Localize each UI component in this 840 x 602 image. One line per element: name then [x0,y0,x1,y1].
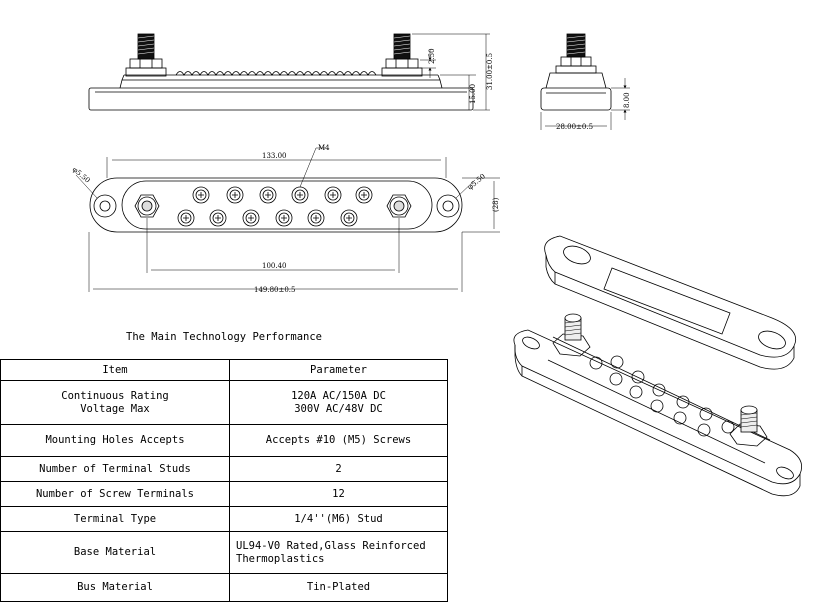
header-item: Item [0,359,230,381]
dim-base-height: 15.00 [469,84,477,104]
spec-table: Item Parameter Continuous Rating Voltage… [0,359,448,602]
iso-base [513,313,803,497]
screw-terminals-top-row [192,186,373,204]
row-parameter: UL94-V0 Rated,Glass Reinforced Thermopla… [229,531,448,574]
right-stud-front [381,33,423,77]
row-item-line: Voltage Max [80,402,150,415]
dim-overall-length: 149.80±0.5 [254,286,296,294]
row-parameter: Accepts #10 (M5) Screws [229,424,448,457]
row-item: Bus Material [0,573,230,602]
table-title: The Main Technology Performance [126,331,322,343]
left-stud-front [125,33,167,77]
dim-side-base-height: 8.00 [623,92,631,108]
front-view [88,33,490,111]
dim-screw-thread: M4 [318,144,330,152]
row-parameter: 120A AC/150A DC 300V AC/48V DC [229,380,448,425]
row-parameter-line: 120A AC/150A DC [291,389,386,402]
row-parameter: Tin-Plated [229,573,448,602]
top-view [75,147,500,292]
table-row: Terminal Type 1/4''(M6) Stud [0,506,448,532]
row-parameter: 2 [229,456,448,482]
header-parameter: Parameter [229,359,448,381]
dim-screw-span: 133.00 [262,152,287,160]
table-header-row: Item Parameter [0,359,448,381]
row-item-line: Continuous Rating [61,389,169,402]
table-row: Mounting Holes Accepts Accepts #10 (M5) … [0,424,448,457]
dim-total-height: 31.00±0.5 [486,53,494,90]
row-parameter-line: Thermoplastics [236,552,325,565]
dim-stud-span: 100.40 [262,262,287,270]
row-item: Number of Terminal Studs [0,456,230,482]
iso-screws [589,355,735,437]
dim-body-width: (28) [492,197,500,212]
front-screw-heads [175,71,377,76]
row-item: Number of Screw Terminals [0,481,230,507]
side-view [540,33,630,130]
dim-nut-height: 2.50 [428,48,436,64]
row-item: Mounting Holes Accepts [0,424,230,457]
row-item: Continuous Rating Voltage Max [0,380,230,425]
row-item: Terminal Type [0,506,230,532]
table-row: Number of Terminal Studs 2 [0,456,448,482]
dim-hole-right: φ5.50 [466,172,487,191]
dim-side-width: 28.00±0.5 [556,123,593,131]
table-row: Continuous Rating Voltage Max 120A AC/15… [0,380,448,425]
table-row: Base Material UL94-V0 Rated,Glass Reinfo… [0,531,448,574]
dim-hole-left: φ5.50 [71,165,92,184]
iso-cover [544,235,797,370]
screw-terminals-bottom-row [177,209,358,227]
table-row: Number of Screw Terminals 12 [0,481,448,507]
row-parameter-line: 300V AC/48V DC [294,402,383,415]
row-parameter-line: UL94-V0 Rated,Glass Reinforced [236,539,426,552]
table-row: Bus Material Tin-Plated [0,573,448,602]
row-item: Base Material [0,531,230,574]
row-parameter: 1/4''(M6) Stud [229,506,448,532]
row-parameter: 12 [229,481,448,507]
